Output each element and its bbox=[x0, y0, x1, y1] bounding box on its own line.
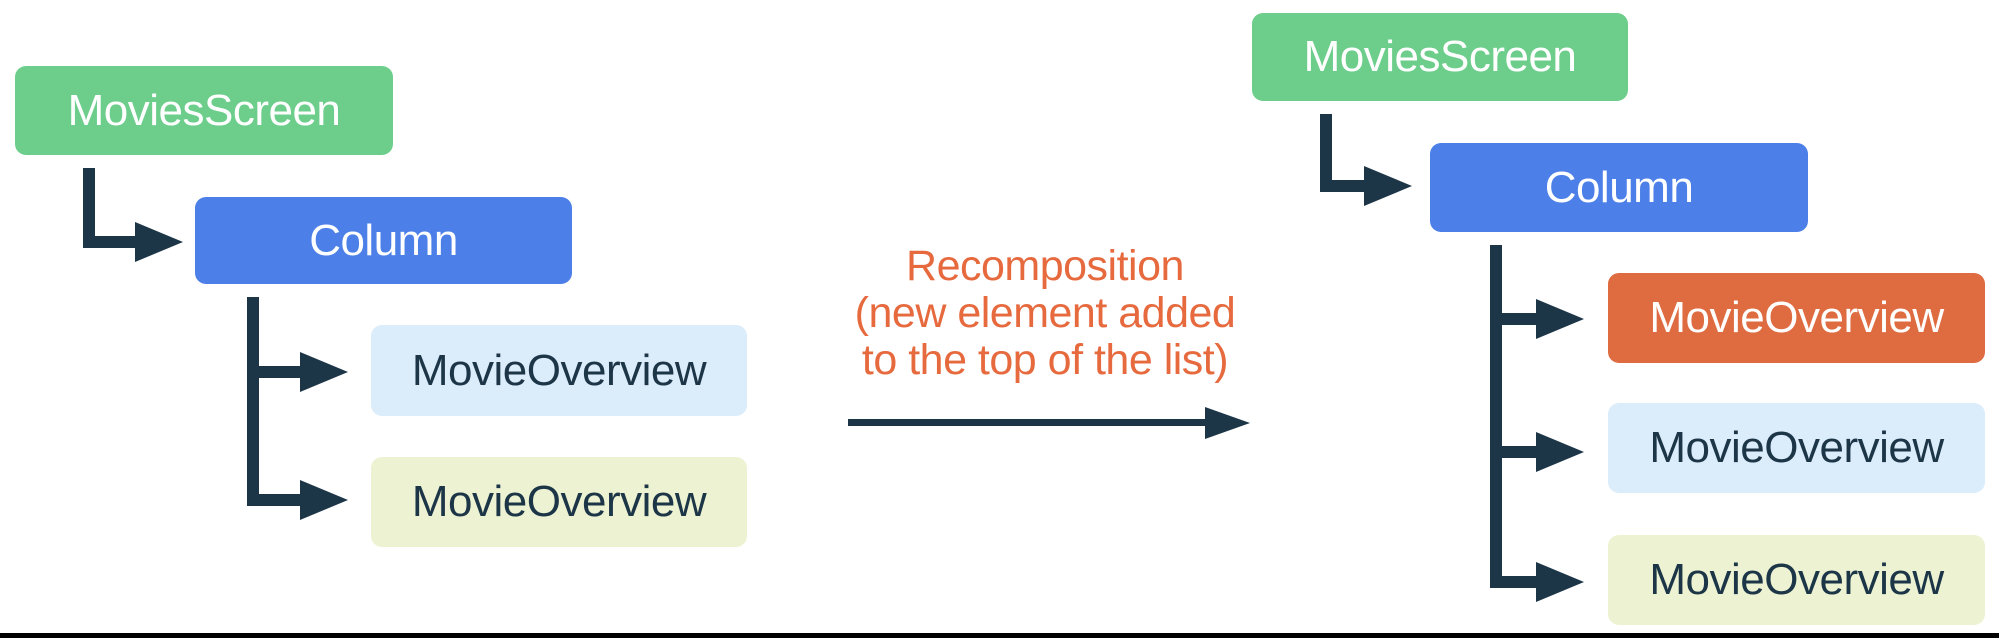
connector-line bbox=[83, 168, 95, 248]
node-right-movieoverview-new: MovieOverview bbox=[1608, 273, 1985, 363]
node-label: MovieOverview bbox=[1649, 293, 1944, 342]
node-right-movieoverview-1: MovieOverview bbox=[1608, 403, 1985, 493]
connector-line bbox=[1320, 180, 1368, 192]
connector-line bbox=[1490, 446, 1538, 458]
node-left-moviesscreen: MoviesScreen bbox=[15, 66, 393, 155]
caption-line: to the top of the list) bbox=[861, 336, 1229, 384]
node-left-movieoverview-1: MovieOverview bbox=[371, 325, 747, 416]
node-label: MovieOverview bbox=[1649, 423, 1944, 472]
connector-line bbox=[1490, 576, 1538, 588]
connector-line bbox=[247, 366, 302, 378]
arrowhead-icon bbox=[1364, 166, 1412, 206]
arrowhead-icon bbox=[300, 480, 348, 520]
node-label: MovieOverview bbox=[411, 345, 707, 395]
connector-line bbox=[247, 297, 259, 506]
connector-line bbox=[247, 494, 302, 506]
node-right-movieoverview-2: MovieOverview bbox=[1608, 535, 1985, 625]
node-label: MoviesScreen bbox=[67, 85, 341, 135]
arrowhead-icon bbox=[135, 222, 183, 262]
node-left-movieoverview-2: MovieOverview bbox=[371, 457, 747, 547]
node-right-column: Column bbox=[1430, 143, 1808, 232]
recomposition-arrowhead-icon bbox=[1205, 407, 1250, 439]
recomposition-caption: Recomposition (new element added to the … bbox=[810, 243, 1280, 384]
node-label: MovieOverview bbox=[1649, 555, 1944, 604]
node-label: Column bbox=[1544, 162, 1694, 212]
connector-line bbox=[1320, 114, 1332, 192]
arrowhead-icon bbox=[300, 352, 348, 392]
node-left-column: Column bbox=[195, 197, 572, 284]
arrowhead-icon bbox=[1536, 562, 1584, 602]
node-label: MovieOverview bbox=[411, 477, 707, 526]
arrowhead-icon bbox=[1536, 432, 1584, 472]
connector-line bbox=[1490, 313, 1538, 325]
node-label: Column bbox=[309, 215, 458, 265]
caption-line: (new element added bbox=[854, 289, 1236, 337]
recomposition-arrow-shaft bbox=[848, 419, 1208, 426]
arrowhead-icon bbox=[1536, 299, 1584, 339]
node-right-moviesscreen: MoviesScreen bbox=[1252, 13, 1628, 101]
node-label: MoviesScreen bbox=[1303, 32, 1577, 81]
caption-line: Recomposition bbox=[906, 242, 1184, 290]
connector-line bbox=[1490, 245, 1502, 588]
connector-line bbox=[83, 236, 137, 248]
bottom-divider bbox=[0, 633, 1999, 638]
